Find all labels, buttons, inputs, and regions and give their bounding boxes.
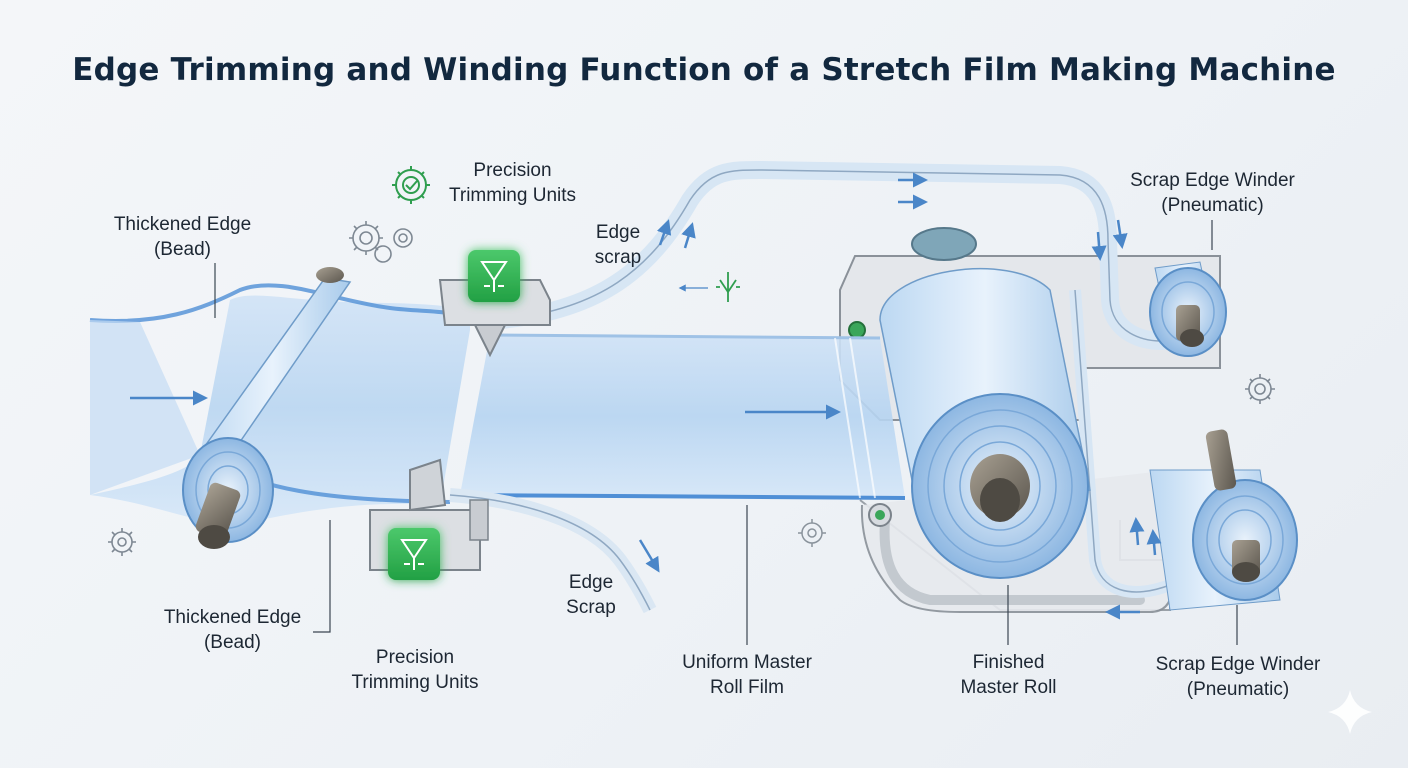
arrow-icon <box>1112 219 1128 249</box>
input-film-web <box>89 283 471 520</box>
gear-icon <box>108 528 136 556</box>
blade-icon <box>716 272 740 302</box>
gear-icon <box>798 519 826 547</box>
page-title: Edge Trimming and Winding Function of a … <box>72 52 1336 88</box>
center-film-web <box>459 333 906 500</box>
label-edge-scrap-bottom: Edge Scrap <box>566 572 616 618</box>
label-uniform-master-roll-film: Uniform Master Roll Film <box>682 652 812 698</box>
target-gear-icon <box>392 166 430 204</box>
label-finished-master-roll: Finished Master Roll <box>960 652 1057 698</box>
trimming-unit-bottom <box>369 458 489 580</box>
arrow-icon <box>1146 529 1162 556</box>
scrap-winder-bottom <box>1149 429 1298 611</box>
flow-arrows <box>130 172 1162 620</box>
label-thickened-edge-bottom: Thickened Edge (Bead) <box>163 607 302 653</box>
scrap-winder-top <box>1149 261 1227 357</box>
top-scrap-strip <box>491 160 1184 598</box>
label-precision-trimming-bottom: Precision Trimming Units <box>351 647 479 693</box>
input-roller <box>182 267 352 549</box>
leader-lines <box>214 220 1238 645</box>
bottom-scrap-strip <box>449 488 657 614</box>
gear-icon <box>349 221 413 263</box>
trimming-unit-top <box>438 250 551 358</box>
gear-icon <box>1245 374 1275 404</box>
label-scrap-edge-winder-top: Scrap Edge Winder (Pneumatic) <box>1130 170 1295 216</box>
top-idler-roller <box>911 227 977 261</box>
label-precision-trimming-top: Precision Trimming Units <box>448 160 577 206</box>
arrow-icon <box>638 539 660 573</box>
sparkle-icon <box>1328 690 1372 734</box>
arrow-icon <box>681 222 696 249</box>
label-scrap-edge-winder-bottom: Scrap Edge Winder (Pneumatic) <box>1155 654 1321 700</box>
arrow-icon <box>656 219 672 246</box>
finished-master-roll <box>879 267 1091 579</box>
blade-icon <box>468 250 520 302</box>
label-thickened-edge-top: Thickened Edge (Bead) <box>113 214 252 260</box>
label-edge-scrap-top: Edge scrap <box>594 222 642 268</box>
arrow-icon <box>1091 231 1107 261</box>
arrow-icon <box>1129 517 1145 546</box>
blade-icon <box>388 528 440 580</box>
